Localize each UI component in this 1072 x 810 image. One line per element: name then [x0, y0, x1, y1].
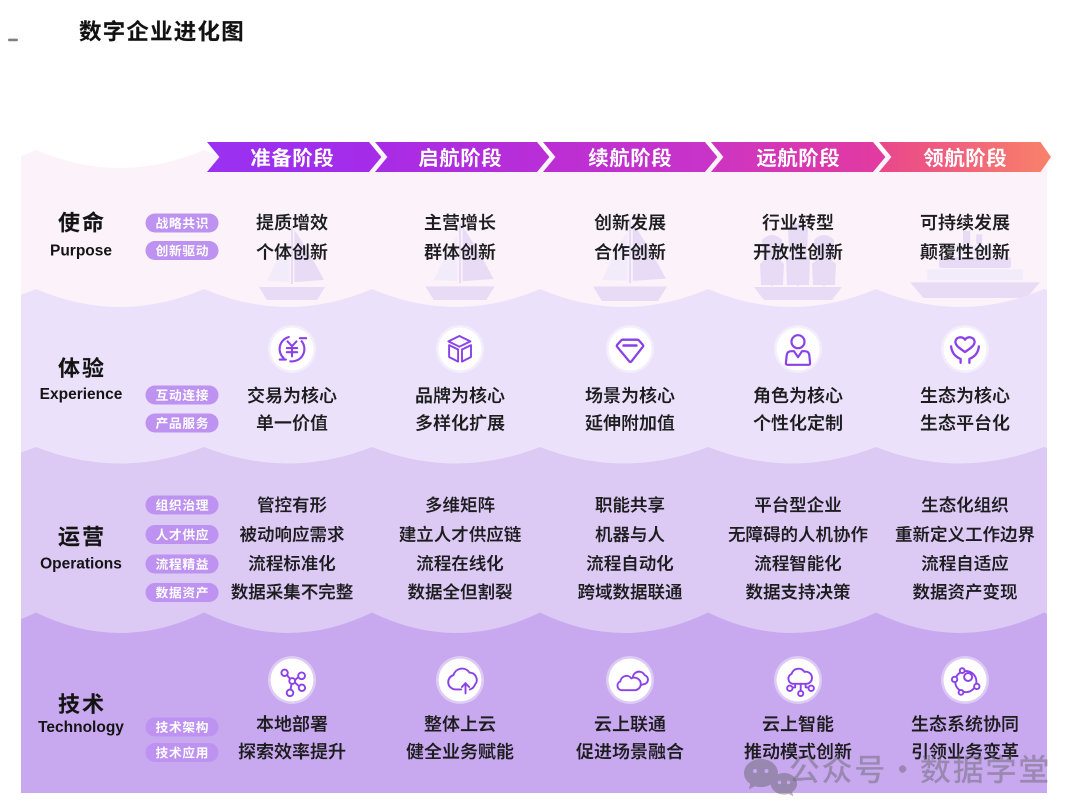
svg-text:Operations: Operations — [40, 556, 122, 573]
svg-text:Purpose: Purpose — [50, 243, 112, 260]
svg-text:Technology: Technology — [38, 719, 124, 736]
svg-text:Experience: Experience — [40, 386, 123, 403]
